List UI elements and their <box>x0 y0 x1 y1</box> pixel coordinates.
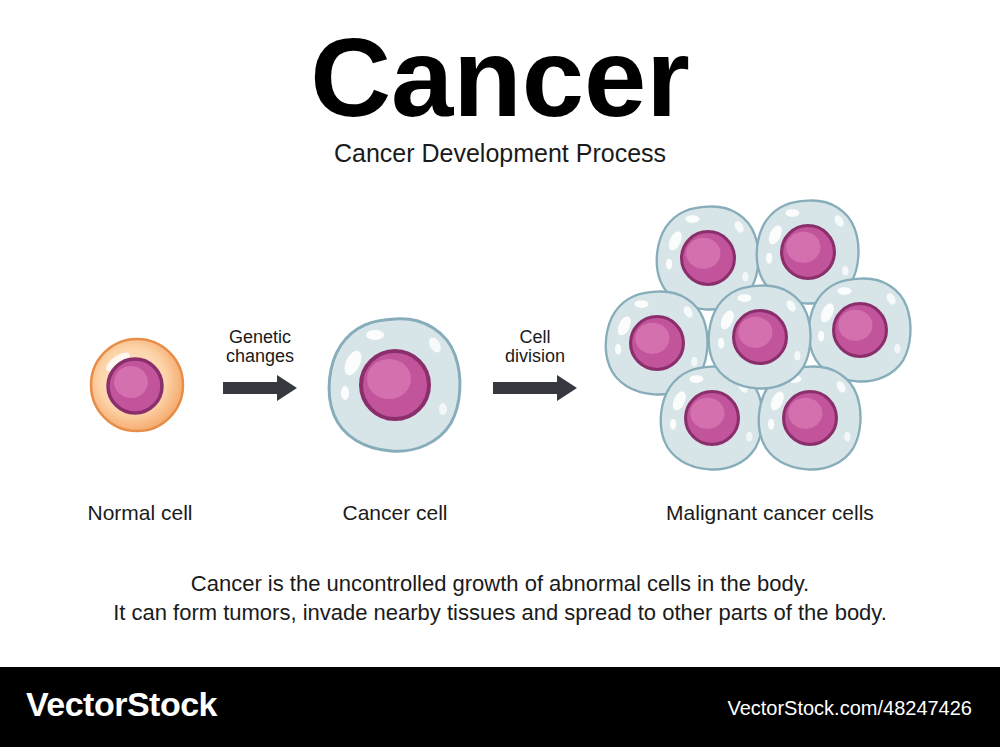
arrow-label: Cell division <box>488 328 582 366</box>
cell-group: Normal cell <box>60 330 220 525</box>
caption-line: Cancer is the uncontrolled growth of abn… <box>0 571 1000 597</box>
cell-label: Normal cell <box>60 500 220 525</box>
watermark: VectorStock <box>26 686 217 723</box>
cell-group: Malignant cancer cells <box>580 195 960 525</box>
cell-group: Cancer cell <box>300 300 490 525</box>
subtitle: Cancer Development Process <box>0 138 1000 168</box>
watermark: VectorStock.com/48247426 <box>727 696 972 720</box>
caption-line: It can form tumors, invade nearby tissue… <box>0 600 1000 626</box>
cell-label: Malignant cancer cells <box>580 500 960 525</box>
cell-label: Cancer cell <box>300 500 490 525</box>
title: Cancer <box>0 22 1000 134</box>
arrow-label: Genetic changes <box>218 328 302 366</box>
process-arrow <box>493 375 577 401</box>
process-arrow <box>223 375 297 401</box>
